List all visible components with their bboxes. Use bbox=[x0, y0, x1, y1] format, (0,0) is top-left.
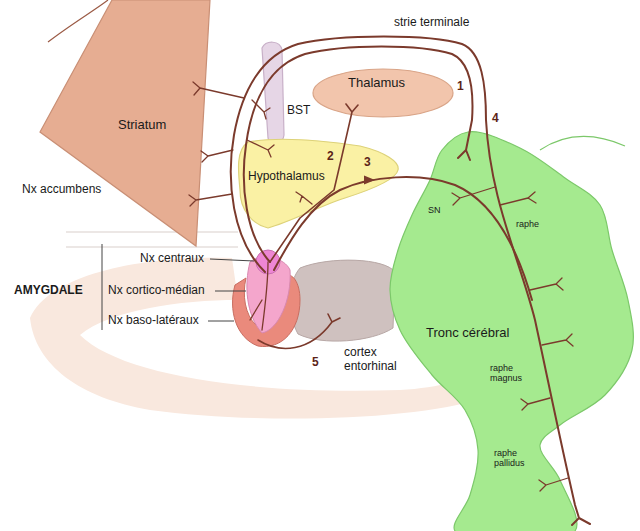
label-holder: AMYGDALE bbox=[14, 284, 83, 298]
corticomedial-nucleus-shape bbox=[247, 257, 290, 333]
fiber-branch bbox=[247, 140, 274, 157]
callout-number: 5 bbox=[312, 356, 319, 370]
label-holder: Nx accumbens bbox=[22, 183, 101, 197]
label-holder: SN bbox=[428, 205, 441, 215]
fiber-branch bbox=[252, 100, 270, 119]
label-holder: strie terminale bbox=[394, 16, 469, 30]
fiber-tract bbox=[270, 104, 358, 262]
arrow-head bbox=[364, 176, 375, 185]
nucleus-label: Nx baso-latéraux bbox=[108, 314, 199, 328]
leader-line bbox=[208, 321, 234, 322]
nucleus-label: SN bbox=[428, 205, 441, 215]
fiber-tract bbox=[274, 177, 532, 300]
fiber-tract bbox=[244, 47, 473, 263]
hypothalamus-region: Hypothalamus bbox=[234, 134, 404, 232]
label-holder: 3 bbox=[364, 156, 371, 170]
region-name: Hypothalamus bbox=[248, 170, 325, 184]
brainstem-region: Tronc cérébral bbox=[386, 128, 640, 531]
fiber-branch bbox=[521, 398, 550, 410]
region-shape bbox=[311, 67, 455, 119]
fiber-branch bbox=[193, 82, 244, 98]
region-outline bbox=[313, 69, 453, 117]
region-name: Tronc cérébral bbox=[426, 326, 509, 341]
region-name: BST bbox=[287, 104, 310, 118]
label-holder: 4 bbox=[492, 112, 499, 126]
fiber-branch bbox=[189, 194, 232, 206]
nucleus-label: raphe bbox=[516, 219, 539, 229]
nucleus-label: raphe pallidus bbox=[494, 448, 525, 469]
entorhinal-cortex-shape bbox=[290, 260, 395, 341]
fiber-tract bbox=[231, 37, 590, 526]
label-holder: raphe pallidus bbox=[494, 448, 525, 469]
region-name: Striatum bbox=[118, 118, 166, 133]
callout-number: 1 bbox=[457, 80, 464, 94]
tract-label: strie terminale bbox=[394, 16, 469, 30]
group-bracket bbox=[102, 244, 103, 330]
fiber-branch bbox=[542, 334, 573, 346]
fiber-branch bbox=[296, 192, 312, 204]
nucleus-label: Nx cortico-médian bbox=[108, 284, 205, 298]
commissure-line bbox=[66, 232, 238, 247]
label-holder: cortex entorhinal bbox=[344, 346, 397, 374]
callout-number: 3 bbox=[364, 156, 371, 170]
nucleus-label: Nx centraux bbox=[140, 252, 204, 266]
label-holder: raphe magnus bbox=[490, 363, 522, 384]
region-outline bbox=[390, 132, 633, 531]
label-holder: Nx cortico-médian bbox=[108, 284, 205, 298]
region-shape bbox=[386, 128, 640, 531]
leader-line bbox=[210, 259, 254, 261]
callout-number: 2 bbox=[327, 150, 334, 164]
label-holder: Nx baso-latéraux bbox=[108, 314, 199, 328]
structure-label: Nx accumbens bbox=[22, 183, 101, 197]
fiber-branch bbox=[500, 192, 536, 205]
fiber-branch bbox=[201, 150, 233, 162]
group-label: AMYGDALE bbox=[14, 284, 83, 298]
thalamus-region: Thalamus bbox=[311, 67, 455, 119]
outline-line bbox=[540, 136, 625, 150]
label-holder: raphe bbox=[516, 219, 539, 229]
leader-line bbox=[215, 291, 246, 292]
fiber-branch bbox=[539, 478, 568, 491]
region-outline bbox=[238, 139, 398, 228]
striatum-region: Striatum bbox=[36, 0, 212, 250]
nucleus-label: raphe magnus bbox=[490, 363, 522, 384]
label-holder: 2 bbox=[327, 150, 334, 164]
structure-label: cortex entorhinal bbox=[344, 346, 397, 374]
label-holder: Nx centraux bbox=[140, 252, 204, 266]
label-holder: 5 bbox=[312, 356, 319, 370]
region-outline bbox=[40, 0, 210, 246]
fiber-branch bbox=[452, 187, 495, 205]
fiber-branch bbox=[250, 262, 268, 330]
region-name: Thalamus bbox=[348, 76, 405, 91]
callout-number: 4 bbox=[492, 112, 499, 126]
fiber-branch bbox=[530, 278, 563, 290]
label-holder: 1 bbox=[457, 80, 464, 94]
fiber-tract bbox=[258, 314, 340, 348]
